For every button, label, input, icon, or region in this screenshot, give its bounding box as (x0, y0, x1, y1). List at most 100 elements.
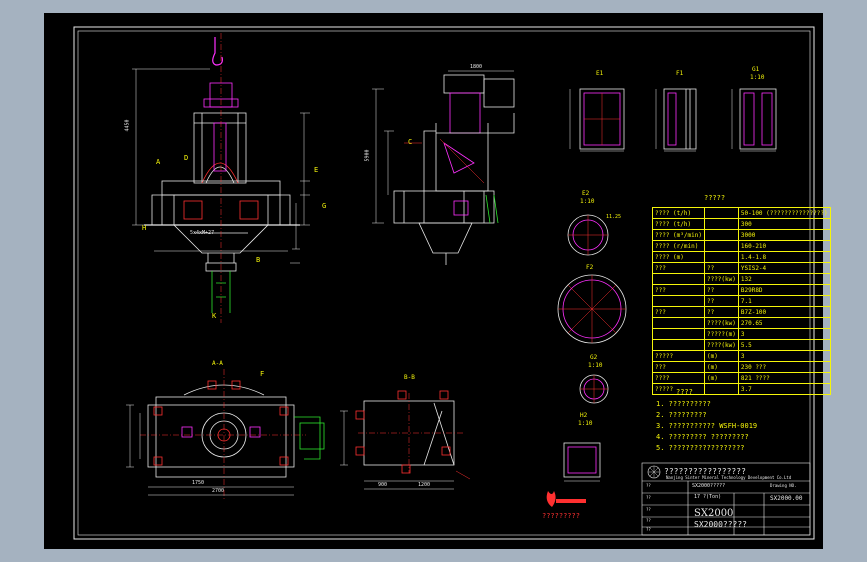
tb-left-4: ?? (646, 527, 651, 532)
spec-cell-unit (703, 251, 739, 263)
spec-row: ?????3.7 (652, 383, 831, 395)
spec-cell-unit: ?????(m) (703, 328, 739, 340)
view-label-g1: G1 (752, 66, 760, 73)
spec-cell-label: ???? (m³/min) (652, 229, 705, 241)
tb-left-2: ?? (646, 507, 651, 512)
dim-bolt: 5x4xM+27 (190, 230, 215, 236)
view-label-e2: E2 (582, 190, 590, 197)
scale-label-h2: 1:10 (578, 420, 593, 427)
marker-a: A (156, 158, 161, 166)
marker-h: H (142, 224, 147, 232)
section-label-aa: A-A (212, 360, 223, 367)
scale-label-e2: 1:10 (580, 198, 595, 205)
note-5: 5. ?????????????????? (656, 444, 745, 452)
spec-cell-unit (703, 383, 739, 395)
spec-cell-label: ???? (652, 372, 705, 384)
spec-cell-unit: ?? (703, 295, 739, 307)
spec-cell-label (652, 317, 705, 329)
spec-cell-label (652, 273, 705, 285)
drawing-no: SX2000.00 (770, 495, 803, 502)
detail-g2 (579, 374, 609, 404)
tb-left-1: ?? (646, 495, 651, 500)
spec-row: ????(kw)132 (652, 273, 831, 285)
company-name-cn: ????????????????? (664, 467, 746, 476)
spec-cell-label (652, 328, 705, 340)
dim-bb-b: 1200 (418, 482, 431, 488)
drawing-sheet: E1 F1 G1 1:10 E2 1:10 F2 G2 1:10 H2 1:10… (44, 13, 831, 549)
front-view (132, 33, 310, 323)
detail-e1 (569, 88, 625, 152)
spec-cell-label: ???? (t/h) (652, 207, 705, 219)
section-bb (340, 390, 471, 490)
spec-cell-unit: ?? (703, 306, 739, 318)
spec-cell-value: 3000 (737, 229, 831, 241)
spec-row: ???? (m³/min) 3000 (652, 229, 831, 241)
spec-cell-value: 3 (737, 350, 831, 362)
marker-c: C (408, 138, 413, 146)
drawing-name-2: SX2000????? (694, 520, 747, 529)
spec-row: ???? (t/h) 50-100 (???????????????) (652, 207, 831, 219)
note-1: 1. ?????????? (656, 400, 711, 408)
dim-aa-sub: 1750 (192, 480, 205, 486)
tb-left-0: ?? (646, 483, 651, 488)
spec-cell-value: 230 ??? (737, 361, 831, 373)
spec-cell-value: B7Z-100 (737, 306, 831, 318)
view-label-f1: F1 (676, 70, 684, 77)
title-block (641, 462, 811, 536)
note-3: 3. ??????????? WSFH-0019 (656, 422, 758, 430)
spec-cell-value: B29R8D (737, 284, 831, 296)
spec-cell-label: ????? (652, 350, 705, 362)
dim-height: 4450 (124, 119, 131, 132)
dim-bb-a: 900 (378, 482, 388, 488)
scale-label-g1: 1:10 (750, 74, 765, 81)
spec-row: ???? (r/min)160-210 (652, 240, 831, 252)
spec-row: ?????B7Z-100 (652, 306, 831, 318)
spec-row: ????(kw)270.65 (652, 317, 831, 329)
spec-cell-value: 821 ???? (737, 372, 831, 384)
spec-cell-label: ???? (m) (652, 251, 705, 263)
spec-cell-unit (703, 240, 739, 252)
spec-row: ?????(m)3 (652, 328, 831, 340)
spec-cell-value: 50-100 (???????????????) (737, 207, 831, 219)
spec-cell-label: ???? (r/min) (652, 240, 705, 252)
spec-cell-label (652, 339, 705, 351)
spec-cell-label: ???? (t/h) (652, 218, 705, 230)
spec-cell-unit (703, 218, 739, 230)
detail-f2 (557, 274, 627, 344)
spec-row: ?????(m)3 (652, 350, 831, 362)
marker-d: D (184, 154, 189, 162)
spec-cell-value: 300 (737, 218, 831, 230)
spec-cell-unit: ????(kw) (703, 273, 739, 285)
spec-cell-unit: (m) (703, 361, 739, 373)
spec-cell-unit: ????(kw) (703, 339, 739, 351)
spec-row: ?????B29R8D (652, 284, 831, 296)
spec-row: ???(m)230 ??? (652, 361, 831, 373)
model: SX2000 (694, 508, 734, 519)
spec-row: ???? (t/h) 300 (652, 218, 831, 230)
spec-cell-value: 132 (737, 273, 831, 285)
spec-cell-label (652, 295, 705, 307)
spec-table-title: ????? (704, 194, 726, 202)
note-4: 4. ????????? ????????? (656, 433, 749, 441)
logo-caption: ????????? (542, 512, 580, 520)
spec-cell-unit: ????(kw) (703, 317, 739, 329)
spec-cell-unit: (m) (703, 372, 739, 384)
spec-cell-value: 5.5 (737, 339, 831, 351)
cad-drawing (73, 26, 815, 540)
company-logo (546, 491, 586, 507)
detail-g1 (731, 88, 777, 152)
spec-cell-value: 270.65 (737, 317, 831, 329)
spec-row: ??7.1 (652, 295, 831, 307)
view-label-e1: E1 (596, 70, 604, 77)
detail-h2 (563, 442, 601, 482)
dim-aa-width: 2700 (212, 488, 225, 494)
spec-row: ????(m)821 ???? (652, 372, 831, 384)
marker-b: B (256, 256, 261, 264)
spec-cell-unit: (m) (703, 350, 739, 362)
marker-e: E (314, 166, 319, 174)
drawing-name: SX2000????? (692, 483, 726, 489)
spec-row: ?????YSIS2-4 (652, 262, 831, 274)
detail-e2 (567, 214, 609, 256)
spec-cell-value: YSIS2-4 (737, 262, 831, 274)
section-label-bb: B-B (404, 374, 415, 381)
